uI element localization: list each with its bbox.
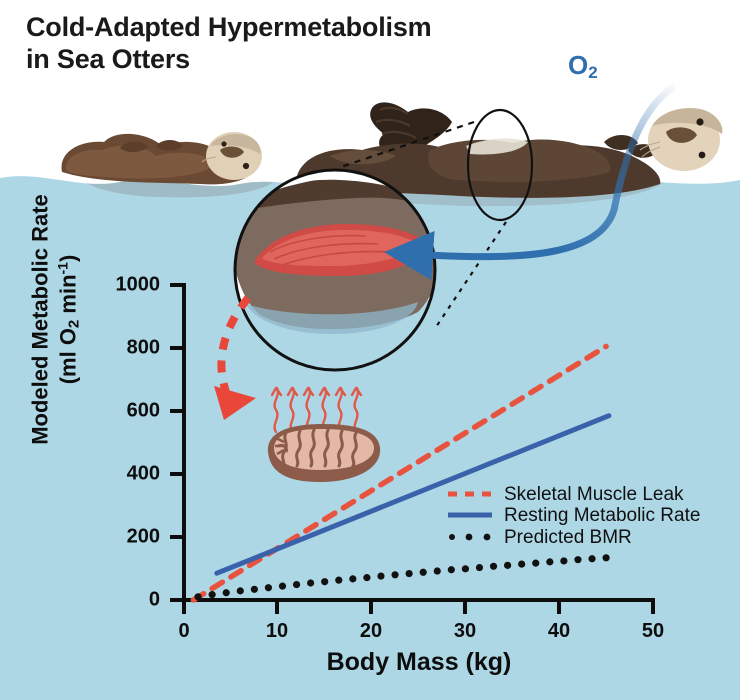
legend-label-skeletal-muscle-leak: Skeletal Muscle Leak <box>504 484 684 505</box>
y-axis-unit-suffix: ) <box>55 254 80 263</box>
series-resting-metabolic-rate <box>214 413 612 576</box>
red-dashed-leak-arrow <box>217 295 252 394</box>
y-tick-label-200: 200 <box>126 525 160 548</box>
series-skeletal-muscle-leak <box>190 343 609 603</box>
page-title: Cold-Adapted Hypermetabolism in Sea Otte… <box>26 12 432 74</box>
y-tick-label-1000: 1000 <box>115 273 161 296</box>
x-axis-title: Body Mass (kg) <box>326 648 512 676</box>
oxygen-arrow <box>384 84 676 280</box>
x-tick-label-10: 10 <box>265 620 289 642</box>
x-tick-label-40: 40 <box>547 620 571 642</box>
callout-line-lower <box>433 221 507 331</box>
chart-axes <box>170 283 655 614</box>
region-of-interest-circle <box>466 108 534 222</box>
heat-wavy-arrows <box>270 386 363 434</box>
legend-swatch-predicted-bmr <box>449 533 491 541</box>
legend-swatches <box>448 491 492 541</box>
y-tick-label-800: 800 <box>126 336 160 359</box>
y-tick-label-400: 400 <box>126 462 160 485</box>
legend-label-resting-metabolic-rate: Resting Metabolic Rate <box>504 505 701 526</box>
y-axis-title: Modeled Metabolic Rate (ml O2 min-1) <box>27 170 83 470</box>
series-predicted-bmr <box>194 554 610 601</box>
y-tick-label-600: 600 <box>126 399 160 422</box>
x-tick-label-0: 0 <box>178 620 190 642</box>
y-axis-unit-prefix: (ml O <box>55 328 80 385</box>
oxygen-label-text: O <box>568 50 589 80</box>
oxygen-label: O2 <box>568 50 598 82</box>
y-axis-title-line2: (ml O2 min-1) <box>54 170 82 470</box>
magnifier-circle-inset <box>233 168 437 372</box>
chart-series-layer <box>190 343 612 603</box>
oxygen-label-subscript: 2 <box>588 63 598 82</box>
y-axis-unit-subscript: 2 <box>65 319 82 329</box>
red-dashed-leak-arrowhead <box>214 386 256 420</box>
y-axis-title-line1: Modeled Metabolic Rate <box>27 194 53 445</box>
x-tick-label-30: 30 <box>453 620 477 642</box>
y-axis-unit-superscript: -1 <box>54 262 70 275</box>
legend-label-predicted-bmr: Predicted BMR <box>504 527 632 548</box>
otter-hind-flipper <box>370 102 452 156</box>
x-tick-label-50: 50 <box>641 620 665 642</box>
mitochondrion <box>267 424 381 482</box>
y-axis-unit-mid: min <box>55 274 80 320</box>
x-tick-label-20: 20 <box>359 620 383 642</box>
y-tick-label-0: 0 <box>148 588 160 611</box>
